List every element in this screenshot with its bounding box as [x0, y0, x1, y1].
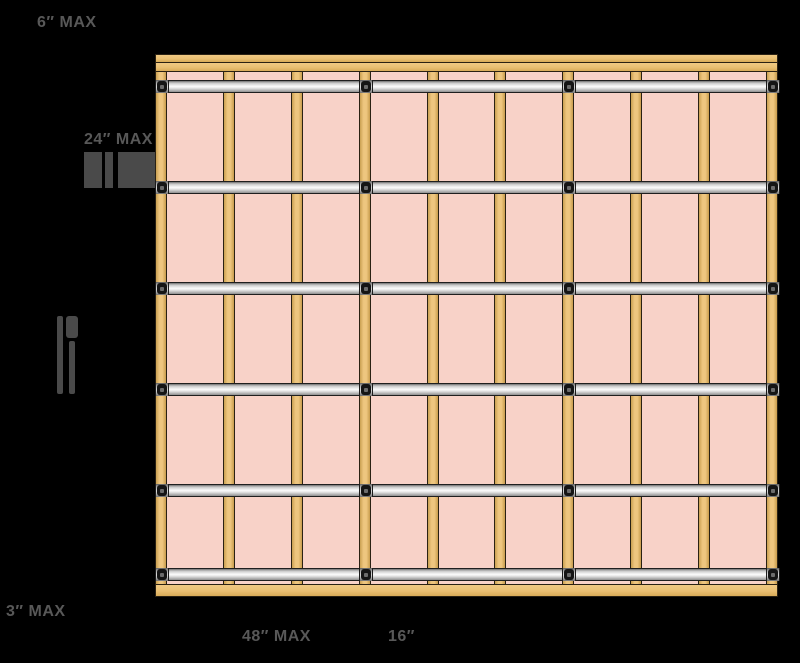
stud [698, 71, 710, 585]
wall-cavity [155, 71, 778, 585]
resilient-channel [155, 568, 780, 581]
channel-screw [768, 485, 778, 496]
stud [766, 71, 778, 585]
vertical-dimension-mark [57, 316, 63, 394]
label-top-gap: 6″ MAX [37, 14, 97, 31]
bottom-plate [155, 584, 778, 597]
channel-screw [157, 182, 167, 193]
stud [359, 71, 371, 585]
channel-screw [157, 81, 167, 92]
channel-screw [564, 182, 574, 193]
resilient-channel [155, 181, 780, 194]
vertical-dimension-mark [69, 341, 75, 394]
channel-screw [361, 182, 371, 193]
channel-screw [361, 81, 371, 92]
channel-screw [157, 283, 167, 294]
channel-screw [564, 81, 574, 92]
stud [155, 71, 167, 585]
stud [494, 71, 506, 585]
glitch-mark [105, 152, 113, 188]
channel-screw [157, 384, 167, 395]
label-row-spacing: 24″ MAX [84, 131, 153, 148]
channel-screw [564, 384, 574, 395]
channel-screw [157, 569, 167, 580]
label-splice-spacing: 48″ MAX [242, 628, 311, 645]
wall-assembly [155, 54, 780, 597]
glitch-mark [118, 152, 159, 188]
vertical-dimension-mark [66, 316, 78, 338]
channel-screw [768, 569, 778, 580]
channel-screw [361, 569, 371, 580]
channel-screw [768, 283, 778, 294]
resilient-channel [155, 80, 780, 93]
channel-screw [157, 485, 167, 496]
label-stud-spacing: 16″ [388, 628, 415, 645]
channel-screw [564, 485, 574, 496]
stud [223, 71, 235, 585]
top-plate-lower [155, 62, 778, 72]
stud [630, 71, 642, 585]
stud [427, 71, 439, 585]
channel-screw [361, 283, 371, 294]
resilient-channel [155, 484, 780, 497]
channel-screw [564, 569, 574, 580]
channel-screw [768, 182, 778, 193]
channel-screw [768, 81, 778, 92]
channel-screw [361, 485, 371, 496]
resilient-channel [155, 383, 780, 396]
resilient-channel [155, 282, 780, 295]
label-bottom-gap: 3″ MAX [6, 603, 66, 620]
stud [562, 71, 574, 585]
channel-screw [361, 384, 371, 395]
channel-screw [768, 384, 778, 395]
channel-screw [564, 283, 574, 294]
glitch-mark [84, 152, 102, 188]
stud [291, 71, 303, 585]
